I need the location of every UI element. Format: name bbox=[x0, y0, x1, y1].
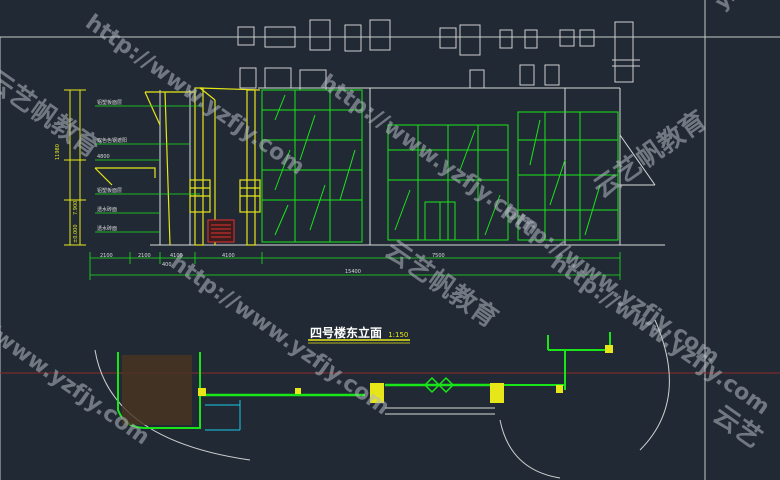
annotation-2: 双色色钢遮阳 bbox=[97, 138, 128, 144]
level-label-ground: ±0.000 bbox=[73, 224, 79, 243]
drawing-title-text: 四号楼东立面 bbox=[310, 326, 383, 340]
level-label-mid: 4800 bbox=[97, 154, 110, 160]
drawing-title: 四号楼东立面 1:150 bbox=[310, 324, 408, 341]
annotation-3: 铝塑板面层 bbox=[97, 188, 123, 194]
level-label-low: 7.900 bbox=[73, 200, 79, 215]
vent-louver-slats bbox=[211, 224, 231, 238]
dim-total: 15400 bbox=[345, 269, 361, 275]
dim-small: 400 bbox=[162, 262, 172, 268]
annotation-5: 透水砖面 bbox=[97, 226, 118, 232]
plan-columns bbox=[198, 345, 613, 403]
dim-2: 2100 bbox=[138, 253, 151, 259]
curtain-wall-entrance bbox=[387, 124, 509, 241]
curtain-wall-right bbox=[517, 111, 619, 241]
annotation-leaders bbox=[95, 105, 200, 233]
dim-3: 4100 bbox=[170, 253, 183, 259]
dim-4: 4100 bbox=[222, 253, 235, 259]
annotation-4: 透水砖面 bbox=[97, 207, 118, 213]
drawing-scale: 1:150 bbox=[388, 331, 409, 339]
dim-1: 2100 bbox=[100, 253, 113, 259]
background-buildings bbox=[237, 19, 640, 91]
vent-louver bbox=[207, 219, 235, 243]
site-plan-section bbox=[94, 319, 670, 479]
building-outline bbox=[150, 87, 665, 246]
level-markers bbox=[64, 89, 86, 246]
annotation-1: 铝塑板面层 bbox=[97, 100, 123, 106]
dim-5: 7500 bbox=[432, 253, 445, 259]
dimension-lines bbox=[89, 252, 621, 280]
curtain-wall-left bbox=[261, 89, 363, 243]
